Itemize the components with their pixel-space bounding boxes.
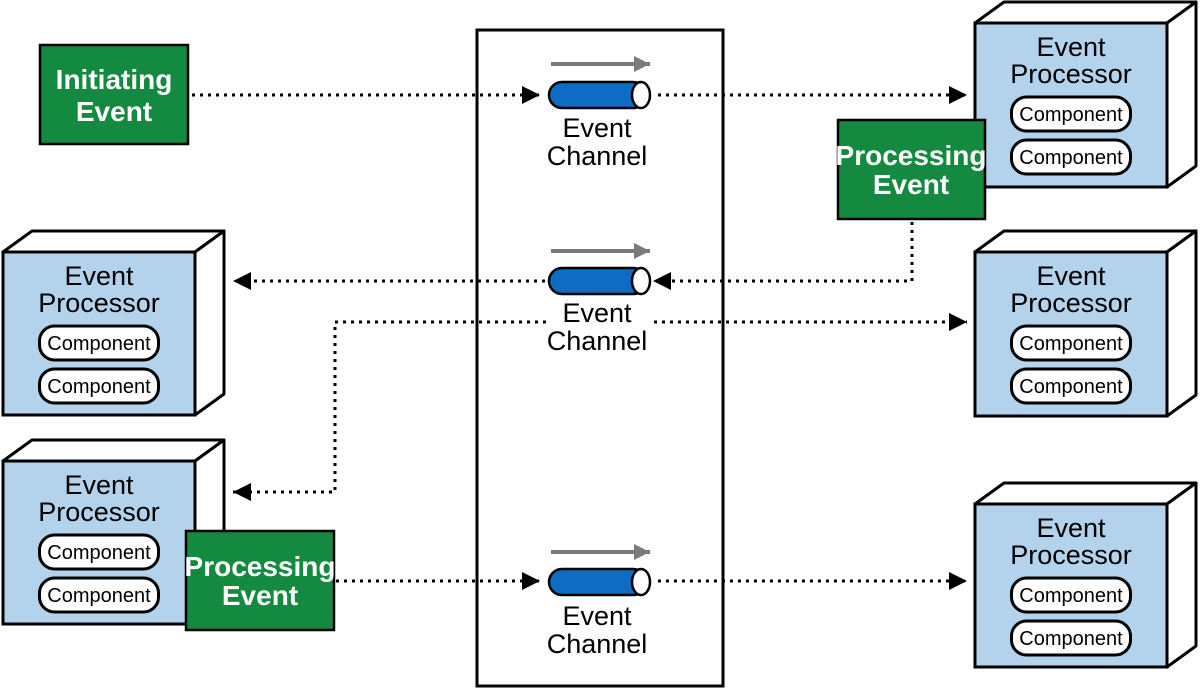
channel-label-line2: Channel <box>547 326 648 356</box>
component-pill-shape <box>1010 324 1132 362</box>
component-label: Component <box>1019 628 1123 650</box>
component-label: Component <box>47 376 151 398</box>
event-broker-box <box>475 28 725 688</box>
channel-label-line1: Event <box>562 601 632 631</box>
component-pill-shape <box>1010 138 1132 176</box>
component-pill-shape <box>1010 619 1132 657</box>
component-pill: Component <box>1010 95 1132 133</box>
component-pill: Component <box>38 367 160 405</box>
channel-label-line2: Channel <box>547 629 648 659</box>
processor-title-line2: Processor <box>1010 288 1132 318</box>
component-pill: Component <box>38 576 160 614</box>
box-top-face <box>1 229 226 254</box>
processor-title-line1: Event <box>64 261 134 291</box>
processor-title-line1: Event <box>1036 513 1106 543</box>
component-pill: Component <box>1010 138 1132 176</box>
channel-pipe-icon <box>547 266 652 296</box>
component-pill: Component <box>38 324 160 362</box>
processing-event-line1: Processing <box>185 551 336 582</box>
component-label: Component <box>1019 147 1123 169</box>
component-label: Component <box>47 542 151 564</box>
component-pill: Component <box>38 533 160 571</box>
channel-pipe-icon <box>547 80 652 110</box>
initiating-event: Initiating Event <box>38 43 190 146</box>
connectors <box>192 86 967 590</box>
box-side-face <box>1165 0 1198 189</box>
processing-event-line2: Event <box>873 169 949 200</box>
component-pill-shape <box>1010 367 1132 405</box>
box-side-face <box>193 229 226 417</box>
event-channel-3: Event Channel <box>547 544 652 659</box>
event-processors: EventProcessorComponentComponentEventPro… <box>1 0 1198 669</box>
processing-event-line2: Event <box>222 580 298 611</box>
processor-title-line1: Event <box>1036 32 1106 62</box>
processor-title-line1: Event <box>64 470 134 500</box>
processor-title-line1: Event <box>1036 261 1106 291</box>
component-pill-shape <box>38 367 160 405</box>
channel-pipe-icon <box>547 567 652 597</box>
component-pill-shape <box>38 324 160 362</box>
processing-event-right: Processing Event <box>836 118 987 221</box>
box-top-face <box>1 438 226 463</box>
processing-event-left: Processing Event <box>185 529 336 632</box>
processor-title-line2: Processor <box>38 288 160 318</box>
component-pill-shape <box>38 533 160 571</box>
box-side-face <box>1165 481 1198 669</box>
channel-label-line1: Event <box>562 298 632 328</box>
box-top-face <box>973 229 1198 254</box>
connector-processing-event-to-channel-2 <box>653 222 914 290</box>
component-label: Component <box>47 585 151 607</box>
channel-label-line2: Channel <box>547 141 648 171</box>
processor-title-line2: Processor <box>1010 59 1132 89</box>
component-label: Component <box>1019 376 1123 398</box>
component-pill-shape <box>1010 576 1132 614</box>
box-top-face <box>973 0 1198 25</box>
component-pill: Component <box>1010 619 1132 657</box>
initiating-event-line2: Event <box>76 96 152 127</box>
component-label: Component <box>1019 585 1123 607</box>
event-channel-2: Event Channel <box>547 243 652 356</box>
component-label: Component <box>1019 333 1123 355</box>
component-label: Component <box>47 333 151 355</box>
box-top-face <box>973 481 1198 506</box>
component-pill: Component <box>1010 324 1132 362</box>
component-pill-shape <box>38 576 160 614</box>
event-channel-1: Event Channel <box>547 56 652 171</box>
component-pill-shape <box>1010 95 1132 133</box>
processing-event-line1: Processing <box>836 140 987 171</box>
initiating-event-line1: Initiating <box>56 64 173 95</box>
connector-channel-2-to-lower-left-processor <box>233 320 546 501</box>
channel-label-line1: Event <box>562 113 632 143</box>
component-pill: Component <box>1010 576 1132 614</box>
processor-title-line2: Processor <box>38 497 160 527</box>
box-side-face <box>1165 229 1198 418</box>
component-label: Component <box>1019 104 1123 126</box>
processor-title-line2: Processor <box>1010 540 1132 570</box>
component-pill: Component <box>1010 367 1132 405</box>
